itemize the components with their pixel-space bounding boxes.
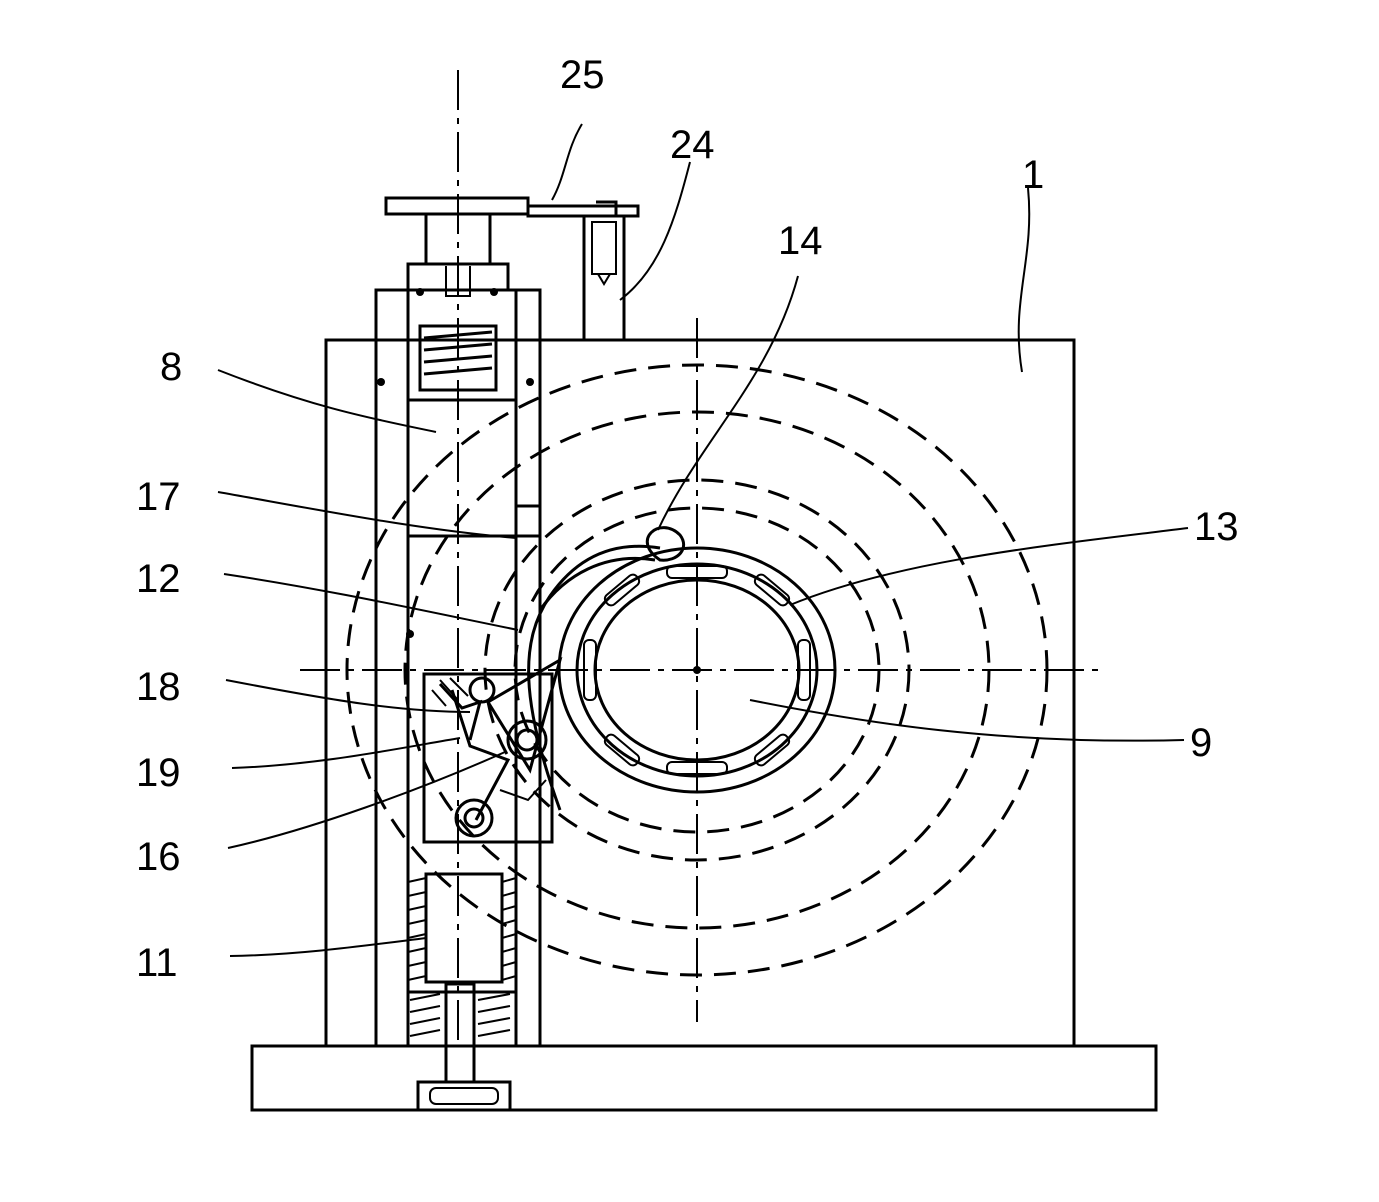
- label-16: 16: [136, 835, 181, 879]
- label-25: 25: [560, 53, 605, 97]
- label-18: 18: [136, 665, 181, 709]
- label-8: 8: [160, 345, 182, 389]
- label-14: 14: [778, 219, 823, 263]
- label-13: 13: [1194, 505, 1239, 549]
- base-plate: [252, 1046, 1156, 1110]
- label-11: 11: [136, 941, 178, 985]
- label-19: 19: [136, 751, 181, 795]
- leader-lines: [218, 124, 1188, 956]
- lower-spring: [408, 874, 516, 1082]
- lever-and-post: [528, 202, 638, 340]
- slider-block: [424, 674, 552, 842]
- label-17: 17: [136, 475, 181, 519]
- label-24: 24: [670, 123, 715, 167]
- label-1: 1: [1022, 153, 1044, 197]
- housing-body: [326, 340, 1074, 1046]
- center-lines: [300, 70, 1102, 1048]
- label-12: 12: [136, 557, 181, 601]
- label-9: 9: [1190, 721, 1212, 765]
